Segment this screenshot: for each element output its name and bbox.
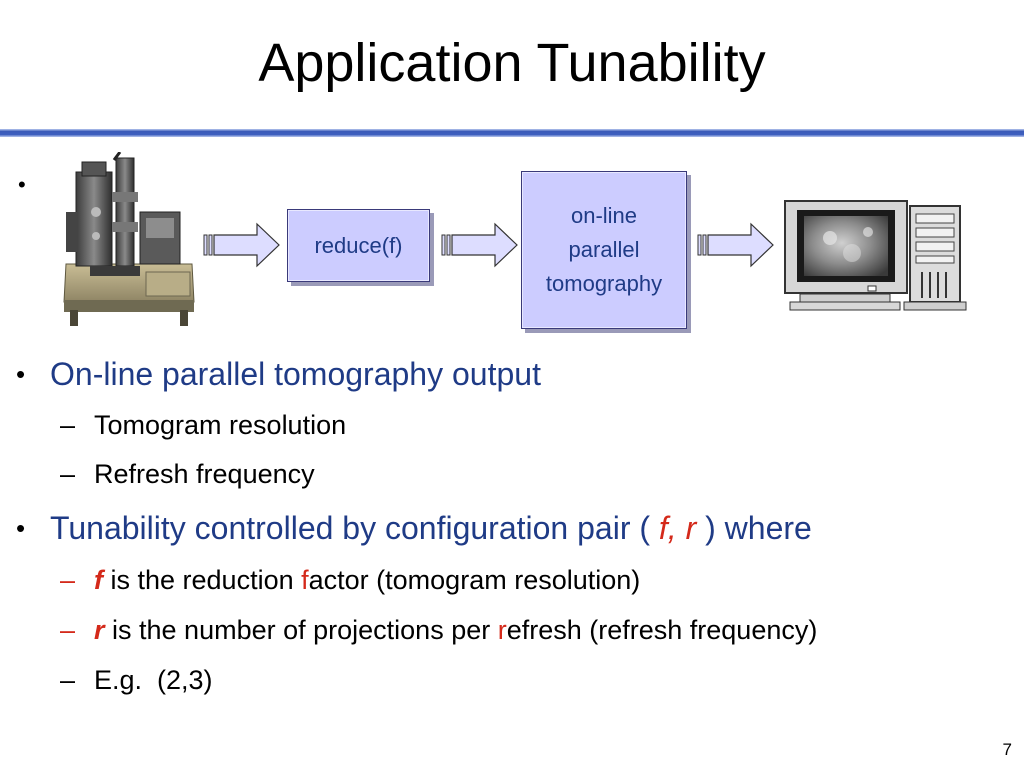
sub-bullet-text: Tomogram resolution [94,410,347,440]
sub-bullet-item: –r is the number of projections per refr… [60,613,817,647]
dash-marker: – [60,615,76,645]
sub-bullet-text: is the number of projections per [104,615,498,645]
tomography-box-line-2: parallel [568,237,640,262]
highlight-letter: r [497,615,507,645]
reduce-box: reduce(f) [287,209,430,282]
bullet-marker: • [16,359,26,389]
title-divider [0,129,1024,137]
bullet-text-after: ) where [705,510,812,546]
sub-bullet-item: –f is the reduction factor (tomogram res… [60,563,640,597]
computer-icon [784,200,967,311]
sub-bullet-text: efresh (refresh frequency) [506,615,818,645]
tomography-box-line-3: tomography [545,271,663,296]
tomography-box-line-1: on-line [570,203,638,228]
bullet-marker: • [16,513,26,543]
tomography-box: on-line parallel tomography [521,171,687,329]
microscope-icon [63,152,195,326]
bullet-text: On-line parallel tomography output [50,356,541,392]
dash-marker: – [60,410,76,440]
sub-bullet-text: actor (tomogram resolution) [308,565,641,595]
var-r: r [94,615,105,645]
bullet-text-before: Tunability controlled by configuration p… [50,510,651,546]
sub-bullet-item: –Tomogram resolution [60,408,346,442]
block-arrow-icon [441,222,518,268]
dash-marker: – [60,665,76,695]
highlight-letter: f [301,565,309,595]
sub-bullet-item: –Refresh frequency [60,457,315,491]
page-number: 7 [1002,740,1012,759]
block-arrow-icon [203,222,280,268]
sub-bullet-item: –E.g. (2,3) [60,663,213,697]
var-f: f [94,565,103,595]
bullet-item: • Tunability controlled by configuration … [16,508,812,548]
reduce-box-label: reduce(f) [314,232,403,258]
bullet-marker-empty: • [18,172,26,197]
sub-bullet-text: E.g. (2,3) [94,665,213,695]
sub-bullet-text: is the reduction [103,565,302,595]
dash-marker: – [60,459,76,489]
dash-marker: – [60,565,76,595]
page-title: Application Tunability [258,33,766,93]
config-pair-vars: f, r [658,510,697,546]
bullet-item: • On-line parallel tomography output [16,354,541,394]
block-arrow-icon [697,222,774,268]
sub-bullet-text: Refresh frequency [94,459,315,489]
pipeline-diagram: reduce(f) on-line parallel tomography [0,140,1024,350]
